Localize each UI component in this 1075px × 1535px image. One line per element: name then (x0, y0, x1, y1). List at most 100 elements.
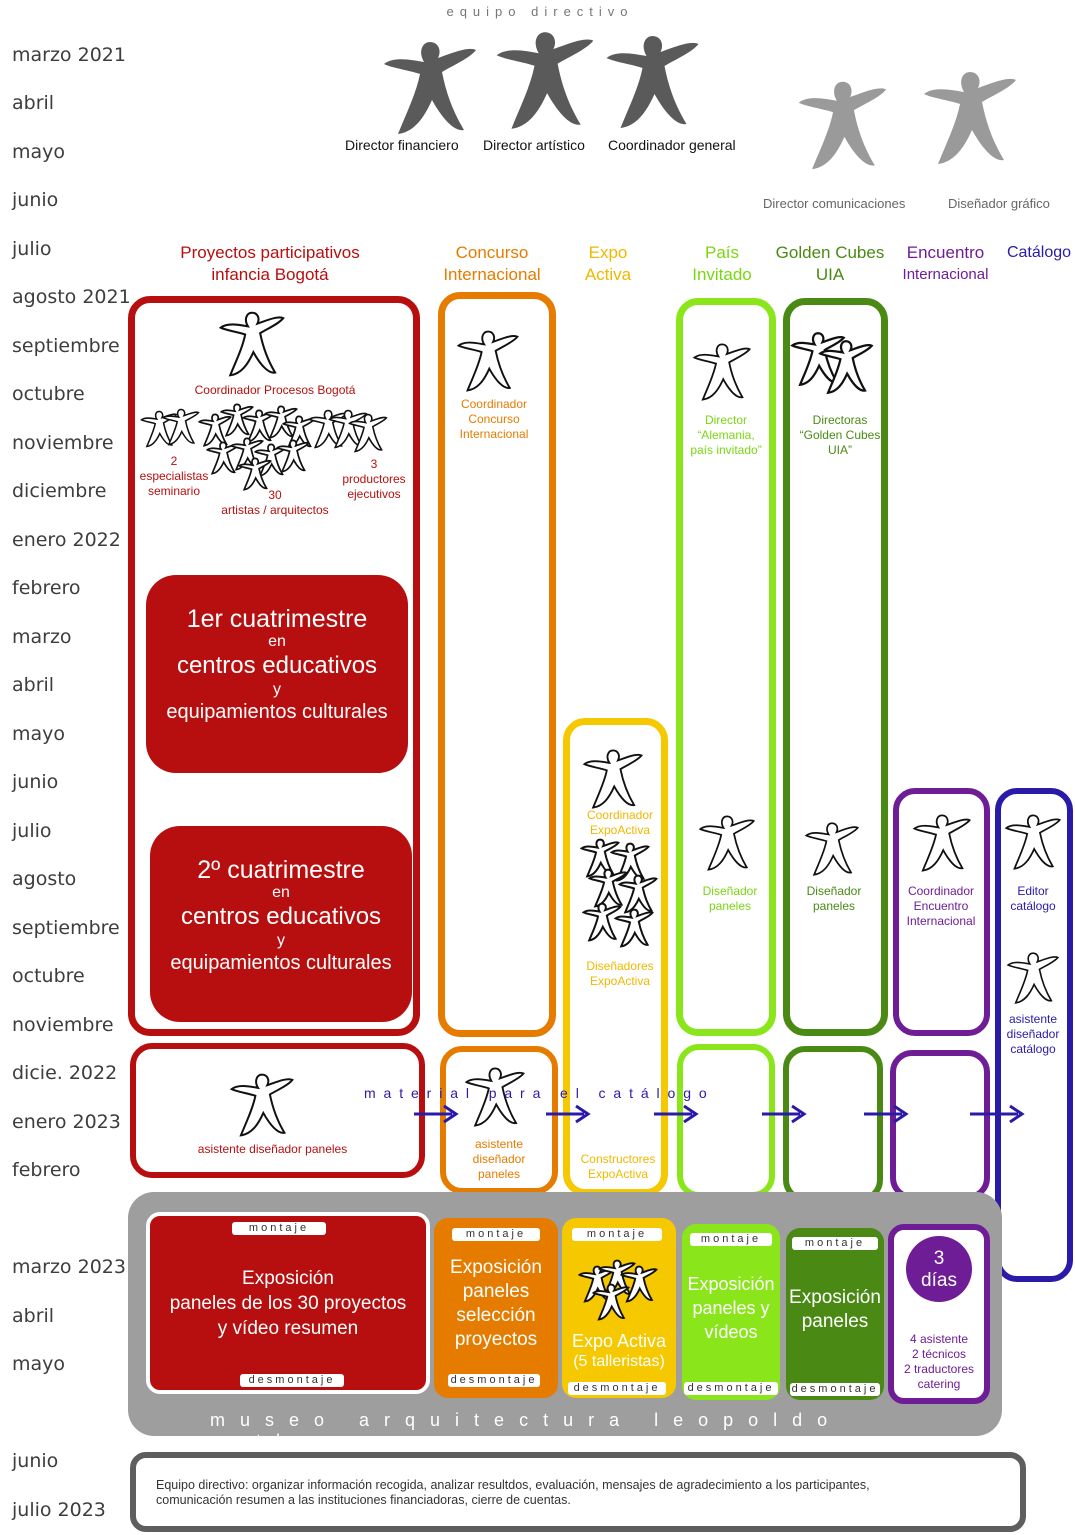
golden-montaje: montaje (792, 1237, 878, 1250)
pais-dis-line2: paneles (708, 899, 752, 913)
catalogo-asistente-figure (1007, 952, 1059, 1004)
header-encuentro: Encuentro Internacional (893, 242, 998, 286)
bogota-asistente-label: asistente diseñador paneles (197, 1142, 348, 1156)
pais-exh-line2: paneles y (692, 1298, 770, 1318)
month-label: agosto (12, 868, 77, 890)
arrow-concurso (414, 1104, 459, 1124)
encuentro-days-circle: 3 días (906, 1236, 972, 1302)
arrow-encuentro (864, 1104, 909, 1124)
header-expo-line2: Activa (584, 265, 632, 284)
golden-dir-line3: UIA” (828, 443, 852, 457)
concurso-coord-line3: Internacional (459, 427, 529, 441)
month-label: marzo 2021 (12, 44, 126, 66)
expo-disenadores-label: Diseñadores ExpoActiva (572, 959, 668, 989)
c1-line5: equipamientos culturales (166, 701, 388, 723)
concurso-asist-line1: asistente (474, 1137, 524, 1151)
month-label: abril (12, 1305, 55, 1327)
pais-disenador-figure (699, 815, 755, 871)
month-label: octubre (12, 383, 85, 405)
pais-disenador-label: Diseñador paneles (682, 884, 778, 914)
month-label: dicie. 2022 (12, 1062, 118, 1084)
director-financiero-label: Director financiero (345, 137, 459, 153)
golden-dis-line2: paneles (812, 899, 856, 913)
expo-montaje: montaje (572, 1228, 662, 1241)
concurso-exh-line4: proyectos (454, 1329, 538, 1350)
productores-line2: ejecutivos (347, 487, 401, 501)
especialistas-line1: especialistas (139, 469, 209, 483)
bogota-exh-line1: Exposición (242, 1268, 334, 1289)
c2-line2: en (272, 884, 290, 901)
artistas-line: artistas / arquitectos (221, 503, 329, 517)
header-bogota-line2: infancia Bogotá (211, 265, 329, 284)
especialistas-count: 2 (170, 454, 178, 468)
bogota-material-box (130, 1043, 425, 1178)
director-comunicaciones-label: Director comunicaciones (763, 196, 906, 211)
especialistas-line2: seminario (147, 484, 201, 498)
concurso-material-box (440, 1046, 558, 1194)
catalogo-asistente-label: asistente diseñador catálogo (1000, 1012, 1066, 1057)
expo-dis-line2: ExpoActiva (589, 974, 651, 988)
footer-line2: comunicación resumen a las instituciones… (156, 1493, 571, 1507)
pais-dir-line2: “Alemania, (697, 428, 755, 442)
golden-disenador-label: Diseñador paneles (786, 884, 882, 914)
material-para-catalogo: m a t e r i a l p a r a e l c a t á l o … (364, 1085, 709, 1101)
bogota-productores-label: 3 productores ejecutivos (334, 457, 414, 502)
expo-dis-line1: Diseñadores (586, 959, 654, 973)
c2-line4: y (277, 932, 285, 949)
month-label: febrero (12, 577, 81, 599)
catalogo-editor-figure (1005, 814, 1061, 870)
month-label: junio (12, 189, 59, 211)
bogota-column (128, 296, 420, 1036)
c1-line3: centros educativos (176, 652, 378, 679)
golden-exh-line1: Exposición (789, 1287, 881, 1308)
arrow-pais (654, 1104, 699, 1124)
encuentro-coordinador-figure (913, 814, 971, 872)
concurso-asist-line2: diseñador (472, 1152, 526, 1166)
pais-director-label: Director “Alemania, país invitado” (680, 413, 772, 458)
month-label: septiembre (12, 335, 120, 357)
cat-asist-line1: asistente (1008, 1012, 1058, 1026)
concurso-exh-line2: paneles (462, 1281, 530, 1302)
c2-line5: equipamientos culturales (170, 952, 392, 974)
pais-desmontaje: desmontaje (684, 1382, 778, 1395)
header-pais: País Invitado (680, 242, 764, 286)
header-encuentro-line2: Internacional (902, 266, 989, 283)
bogota-especialistas-label: 2 especialistas seminario (134, 454, 214, 499)
concurso-desmontaje: desmontaje (448, 1374, 540, 1387)
month-label: enero 2022 (12, 529, 121, 551)
concurso-exh-line3: selección (456, 1305, 536, 1326)
header-golden: Golden Cubes UIA (770, 242, 890, 286)
expo-talleristas-figures (578, 1259, 658, 1321)
golden-desmontaje: desmontaje (790, 1383, 880, 1396)
productores-count: 3 (370, 457, 378, 471)
golden-directoras-figures (790, 331, 874, 395)
header-expo: Expo Activa (568, 242, 648, 286)
c1-line4: y (273, 681, 281, 698)
director-financiero-figure (384, 42, 476, 134)
month-label: abril (12, 674, 55, 696)
month-label: mayo (12, 723, 66, 745)
expo-constructores-label: Constructores ExpoActiva (570, 1152, 666, 1182)
header-bogota: Proyectos participativos infancia Bogotá (150, 242, 390, 286)
cuatrimestre-2-block: 2º cuatrimestre en centros educativos y … (150, 826, 412, 1022)
header-golden-line2: UIA (815, 265, 845, 284)
concurso-column (438, 292, 556, 1037)
arrow-golden (762, 1104, 807, 1124)
month-label: noviembre (12, 1014, 114, 1036)
expo-cons-line2: ExpoActiva (587, 1167, 649, 1181)
artistas-count: 30 (268, 488, 282, 502)
c1-line2: en (268, 633, 286, 650)
cat-editor-line2: catálogo (1010, 899, 1056, 913)
bogota-artistas-figures (198, 403, 316, 491)
expo-exh-line2: (5 talleristas) (573, 1353, 665, 1370)
concurso-asistente-label: asistente diseñador paneles (450, 1137, 548, 1182)
header-encuentro-line1: Encuentro (906, 243, 985, 262)
golden-column (783, 298, 888, 1036)
concurso-asist-line3: paneles (477, 1167, 521, 1181)
bogota-exh-line2: paneles de los 30 proyectos (169, 1293, 407, 1314)
golden-dir-line1: Directoras (812, 413, 868, 427)
enc-staff-line4: catering (917, 1377, 961, 1391)
header-catalogo: Catálogo (1006, 244, 1072, 261)
concurso-coordinador-figure (457, 330, 519, 392)
c2-line3: centros educativos (180, 903, 382, 930)
